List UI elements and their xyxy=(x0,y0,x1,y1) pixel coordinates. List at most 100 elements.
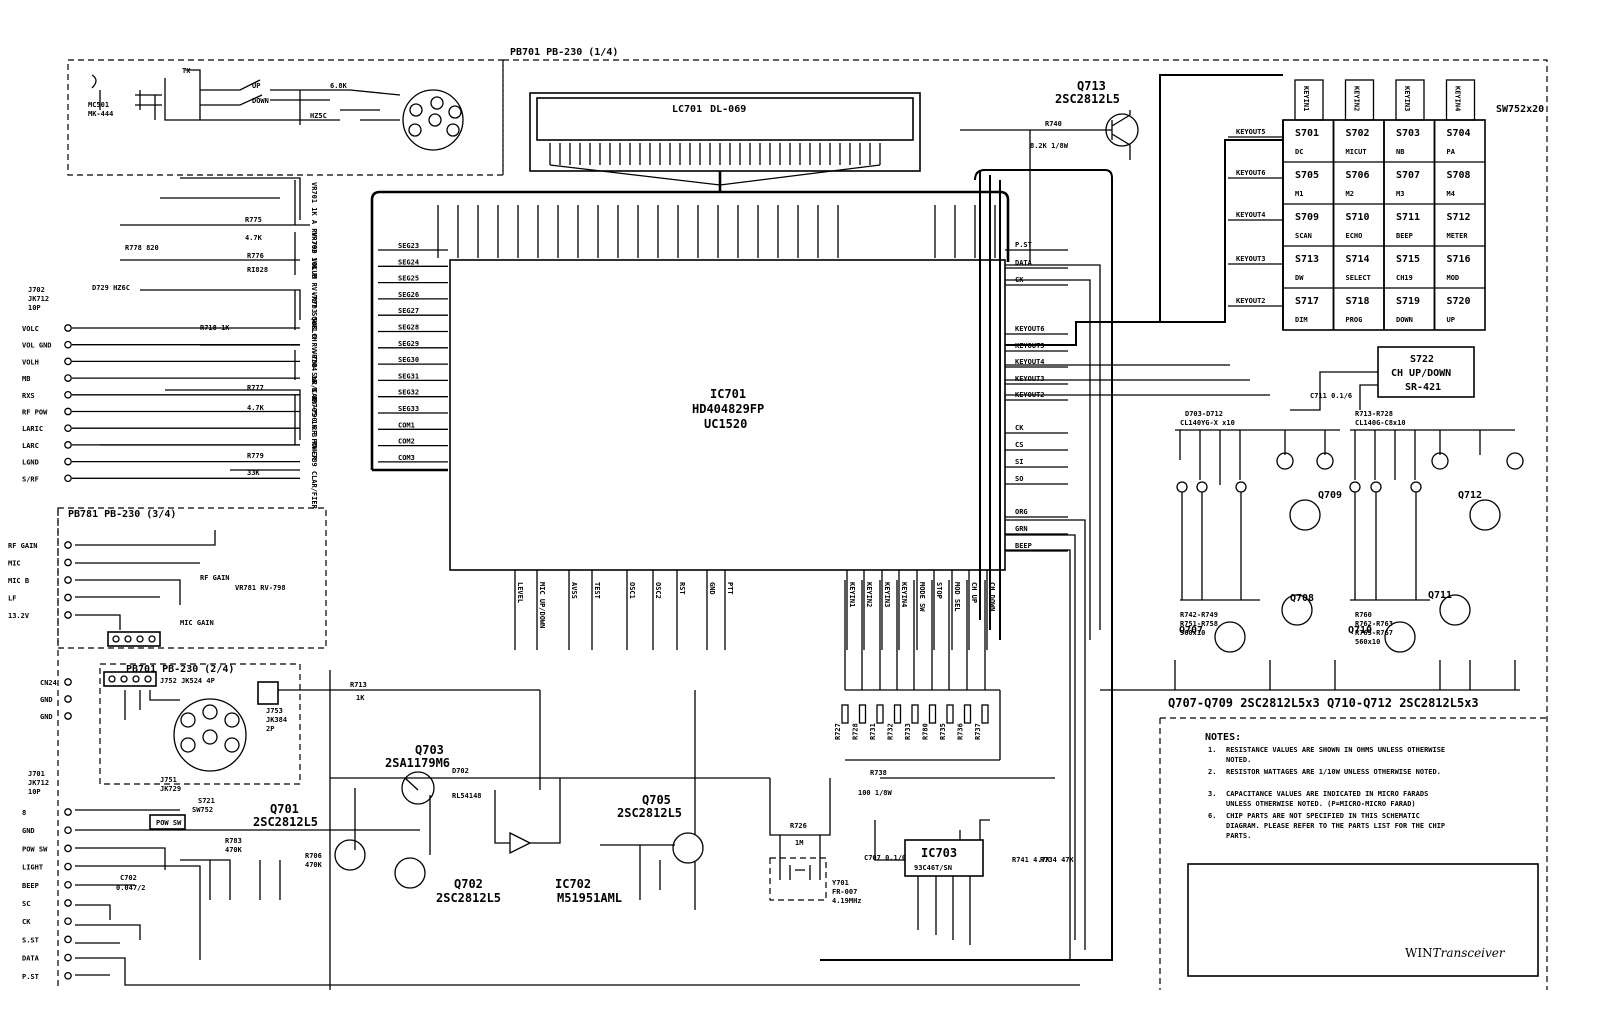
keyin-label: KEYIN4 xyxy=(1454,86,1462,111)
switch-id: S710 xyxy=(1346,212,1370,223)
ic701-bottom-pin-label: KEYIN3 xyxy=(883,582,891,607)
ic701-bottom-pin-label: KEYIN4 xyxy=(900,582,908,607)
q708-ref: Q708 xyxy=(1290,593,1314,604)
ladder-resistor-label: R780 xyxy=(922,723,930,740)
switch-id: S712 xyxy=(1447,212,1471,223)
rf-gain-pot-label: RF GAIN xyxy=(200,574,230,582)
s721-part: SW752 xyxy=(192,806,213,814)
j702-pin-terminal xyxy=(64,407,72,416)
s722-part: SR-421 xyxy=(1405,382,1441,393)
keyout-bus xyxy=(1005,74,1283,346)
pb781-pin-label: MIC B xyxy=(8,577,29,585)
mic-section: MC501 MK-444 TX UP DOWN 6.8K HZ5C xyxy=(88,67,464,151)
j701-pin-terminal xyxy=(64,808,72,816)
led-section: D703-D712 CL140YG-X x10 R713-R728 CL140G… xyxy=(1100,392,1524,710)
j702-pin-terminal xyxy=(64,424,72,433)
q713: Q713 2SC2812L5 R740 8.2K 1/8W xyxy=(960,79,1139,262)
q701-ref: Q701 xyxy=(270,802,299,816)
j753-pins: 2P xyxy=(266,725,274,733)
j753-label: J753 xyxy=(266,707,283,715)
ladder-resistor-label: R731 xyxy=(869,723,877,740)
switch-id: S715 xyxy=(1396,254,1420,265)
switch-function: M3 xyxy=(1396,190,1404,198)
mic-part: MK-444 xyxy=(88,110,113,118)
q710-ref: Q710 xyxy=(1348,625,1372,636)
ic701-left-pin-label: SEG25 xyxy=(398,275,419,283)
pb781-pin-label: MIC xyxy=(8,560,21,568)
r726-label: R726 xyxy=(790,822,807,830)
switch-id: S702 xyxy=(1346,128,1370,139)
ic701-right-pin-label: CS xyxy=(1015,441,1023,449)
ic701-bottom-pin-label: MODE SW xyxy=(918,582,926,612)
lcd-part: DL-069 xyxy=(710,104,746,115)
switch-function: PA xyxy=(1447,148,1456,156)
watermark-b: Transceiver xyxy=(1433,946,1506,960)
switch-id: S714 xyxy=(1346,254,1370,265)
j701-pin-label: 8 xyxy=(22,809,26,817)
switch-function: M1 xyxy=(1295,190,1303,198)
r765-label: R765-R767 xyxy=(1355,629,1393,637)
ic701-top-pins xyxy=(437,205,996,258)
switch-function: UP xyxy=(1447,316,1455,324)
ic701-part: HD404829FP xyxy=(692,402,764,416)
d702-label: D702 xyxy=(452,767,469,775)
r706-value: 470K xyxy=(305,861,323,869)
pot-label: VR705 1K B RV-789 CLAR/FIER xyxy=(310,395,318,510)
j702-pin-terminal xyxy=(64,441,72,449)
mic-down-label: DOWN xyxy=(252,97,269,105)
r741-label: R741 4.7K xyxy=(1012,856,1051,864)
q705-part: 2SC2812L5 xyxy=(617,806,682,820)
q707-ref: Q707 xyxy=(1179,625,1203,636)
j702-pin-terminal xyxy=(64,324,72,332)
switch-function: PROG xyxy=(1346,316,1363,324)
r775-label: R775 xyxy=(245,216,262,224)
s722-ref: S722 xyxy=(1410,354,1434,365)
ic701-left-pin-label: COM1 xyxy=(398,421,415,429)
ic701-right-pin-label: DATA xyxy=(1015,259,1033,267)
ladder-resistor-label: R728 xyxy=(852,723,860,740)
ic701-right-pin-label: CK xyxy=(1015,424,1024,432)
ic701-ref: IC701 xyxy=(710,387,746,401)
switch-function: BEEP xyxy=(1396,232,1413,240)
j701-pin-label: CK xyxy=(22,918,31,926)
ic701-left-pin-label: SEG30 xyxy=(398,356,419,364)
switch-function: DOWN xyxy=(1396,316,1413,324)
ic701-left-pin-label: SEG23 xyxy=(398,242,419,250)
j702-pin-terminal xyxy=(64,390,72,399)
board-label-pb701b: PB701 PB-230 (2/4) xyxy=(126,664,234,675)
switch-function: DC xyxy=(1295,148,1303,156)
ic701-right-pin-label: P.ST xyxy=(1015,241,1032,249)
r762-label: R762-R763 xyxy=(1355,620,1393,628)
j702-pin-terminal xyxy=(64,357,72,366)
ic701-left-pin-label: SEG31 xyxy=(398,372,419,380)
ic701-left-pins: SEG23SEG24SEG25SEG26SEG27SEG28SEG29SEG30… xyxy=(378,242,448,463)
ic701-bottom-pin-label: GND xyxy=(708,582,716,595)
c702-label: C702 xyxy=(120,874,137,882)
ic701-bottom-pin-label: KEYIN1 xyxy=(848,582,856,607)
j702-pin-label: S/RF xyxy=(22,475,39,483)
c707-label: C707 0.1/6 xyxy=(864,854,906,862)
j702-pin-label: LARIC xyxy=(22,425,43,433)
j701-pin-label: BEEP xyxy=(22,882,39,890)
j702-pin-label: RF POW xyxy=(22,409,48,417)
ic701-bottom-pin-label: OSC2 xyxy=(654,582,662,599)
j702-pin-label: VOL GND xyxy=(22,342,52,350)
pb781-pin-terminal xyxy=(64,576,72,584)
switch-id: S720 xyxy=(1447,296,1471,307)
j754-pin-terminal xyxy=(64,712,72,720)
switch-id: S718 xyxy=(1346,296,1370,307)
board-outline-pb781 xyxy=(57,507,327,649)
j701-pin-label: DATA xyxy=(22,955,40,963)
j701-pin-label: S.ST xyxy=(22,936,39,944)
r760-value: 560x10 xyxy=(1355,638,1380,646)
q709-ref: Q709 xyxy=(1318,490,1342,501)
ic701-bottom-pin-label: KEYIN2 xyxy=(865,582,873,607)
pot-label: VR701 1K A RV-790 VOLUM xyxy=(310,182,318,279)
r777-value: 4.7K xyxy=(247,404,265,412)
q701: Q701 2SC2812L5 xyxy=(253,802,366,871)
note-text: CHIP PARTS ARE NOT SPECIFIED IN THIS SCH… xyxy=(1226,812,1445,840)
switch-id: S703 xyxy=(1396,128,1420,139)
